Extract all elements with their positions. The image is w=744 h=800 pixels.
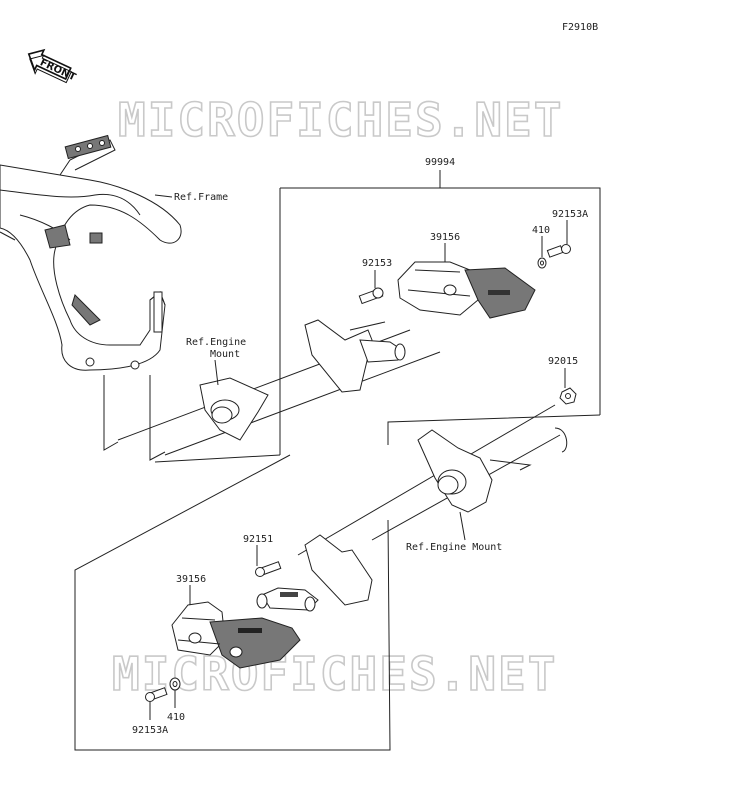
bolt-lower bbox=[255, 561, 282, 577]
part-410-lower-label: 410 bbox=[167, 712, 185, 723]
bracket-upper bbox=[304, 319, 406, 393]
kit-outline-lower bbox=[74, 414, 601, 751]
nut bbox=[559, 387, 577, 405]
front-label: FRONT bbox=[38, 57, 77, 83]
figure-code: F2910B bbox=[562, 22, 598, 33]
front-arrow-icon: FRONT bbox=[27, 48, 78, 83]
ref-engine-mount-upper-line2: Mount bbox=[210, 349, 240, 360]
engine-mount-upper bbox=[199, 377, 269, 441]
kit-number-label: 99994 bbox=[425, 157, 455, 168]
bolt-lower-a bbox=[145, 687, 168, 702]
part-92153-label: 92153 bbox=[362, 258, 392, 269]
washer-upper bbox=[537, 257, 547, 269]
watermark-bottom: MICROFICHES.NET bbox=[112, 647, 557, 701]
ref-engine-mount-lower-label: Ref.Engine Mount bbox=[406, 542, 502, 553]
washer-lower bbox=[169, 677, 181, 691]
part-92153a-lower-label: 92153A bbox=[132, 725, 168, 736]
bolt-upper bbox=[358, 287, 384, 305]
engine-mount-lower bbox=[417, 429, 493, 513]
part-39156-upper-label: 39156 bbox=[430, 232, 460, 243]
bolt-upper-a bbox=[546, 244, 571, 258]
bracket-lower bbox=[256, 534, 373, 612]
watermark-top: MICROFICHES.NET bbox=[118, 93, 563, 147]
ref-engine-mount-upper-line1: Ref.Engine bbox=[186, 337, 246, 348]
part-39156-lower-label: 39156 bbox=[176, 574, 206, 585]
part-92153a-upper-label: 92153A bbox=[552, 209, 588, 220]
part-92015-label: 92015 bbox=[548, 356, 578, 367]
kit-outline-upper bbox=[279, 187, 601, 455]
slider-lower bbox=[171, 601, 301, 669]
part-92151-label: 92151 bbox=[243, 534, 273, 545]
slider-upper bbox=[397, 261, 536, 319]
part-410-upper-label: 410 bbox=[532, 225, 550, 236]
ref-frame-label: Ref.Frame bbox=[174, 192, 228, 203]
frame-drawing bbox=[0, 134, 182, 371]
